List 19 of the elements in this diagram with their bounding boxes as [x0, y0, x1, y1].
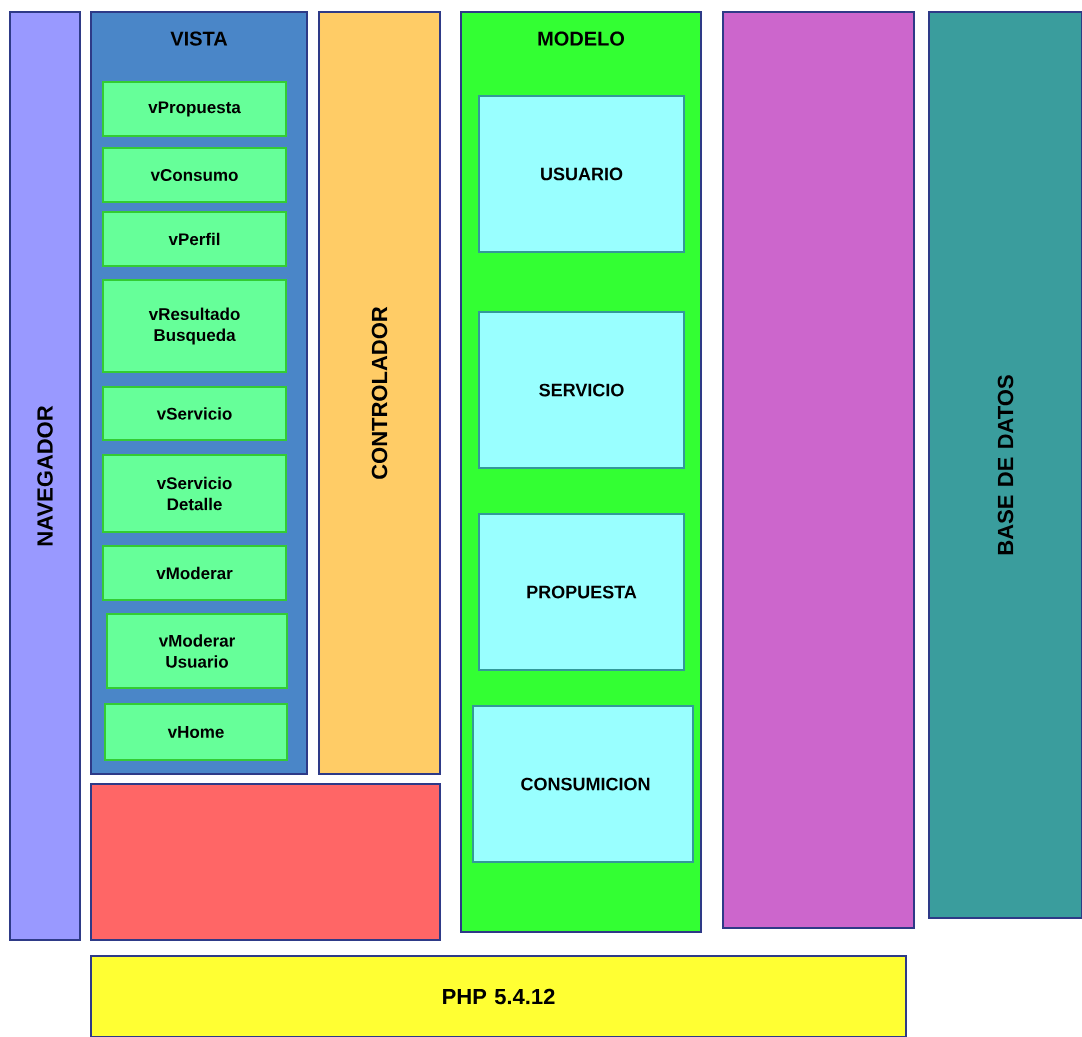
component-box: PHP 5.4.12 — [90, 955, 907, 1037]
component-box: SERVICIO — [478, 311, 685, 469]
component-box: vPropuesta — [102, 81, 287, 137]
component-box: vServicio — [102, 386, 287, 441]
component-box: CONSUMICION — [472, 705, 694, 863]
component-box: vResultado Busqueda — [102, 279, 287, 373]
box — [90, 783, 441, 941]
component-box: vServicio Detalle — [102, 454, 287, 533]
component-box: vModerar Usuario — [106, 613, 288, 689]
component-box: vModerar — [102, 545, 287, 601]
layer-band: BASE DE DATOS — [928, 11, 1082, 919]
component-box: vConsumo — [102, 147, 287, 203]
component-box: PROPUESTA — [478, 513, 685, 671]
layer-band: NAVEGADOR — [9, 11, 81, 941]
box — [722, 11, 915, 929]
component-box: vHome — [104, 703, 288, 761]
layer-band: CONTROLADOR — [318, 11, 441, 775]
component-box: vPerfil — [102, 211, 287, 267]
component-box: USUARIO — [478, 95, 685, 253]
